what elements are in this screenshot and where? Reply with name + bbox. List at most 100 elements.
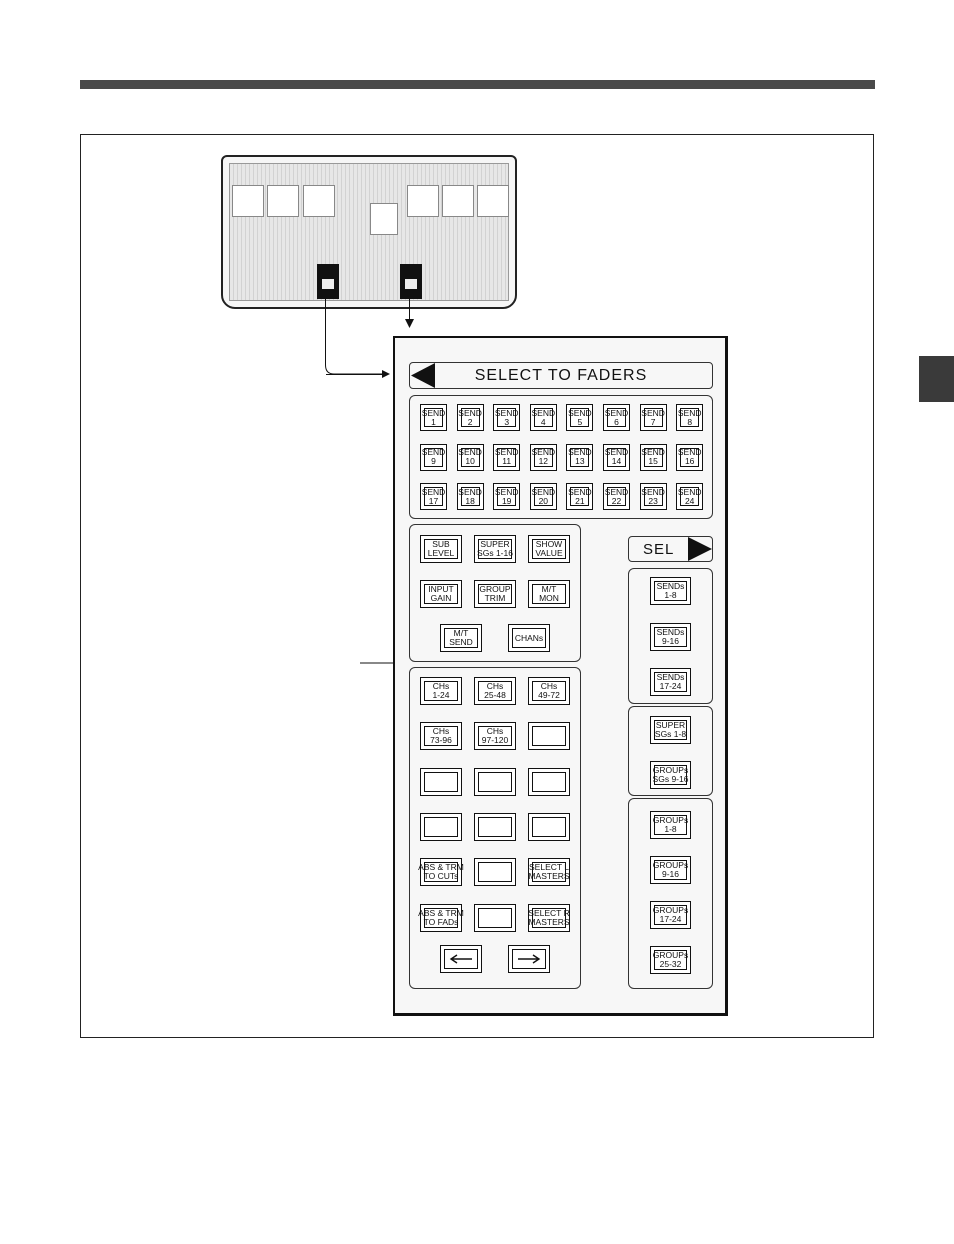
button-cap [424,816,458,837]
channel-button[interactable] [474,767,516,796]
function-button[interactable]: CHANs [508,624,550,652]
left-triangle-icon [411,363,435,388]
button-label-line: 9-16 [661,869,679,879]
header-rule [80,80,875,89]
channel-button[interactable] [528,812,570,841]
channel-button[interactable] [528,722,570,751]
sel-header: SEL [628,536,713,562]
channel-button[interactable] [528,767,570,796]
channel-button[interactable] [420,812,462,841]
channel-button[interactable] [420,767,462,796]
connector-line [325,297,326,365]
button-label-line: GROUPs [652,905,689,915]
button-label-line: SEND [494,407,519,418]
button-label-line: SEND [568,447,592,457]
console-center-screen [370,203,398,235]
console-surface [229,163,509,301]
channel-button[interactable] [474,858,516,887]
channel-button[interactable] [474,812,516,841]
button-label-line: 73-96 [430,735,452,746]
button-label-line: SEND [531,486,556,497]
button-label-line: SEND [494,447,519,457]
button-label-line: 6 [614,416,619,427]
button-label-line: GROUPs [652,950,689,960]
console-monitor [267,185,299,217]
button-label-line: 9 [431,456,436,466]
button-label-line: 15 [648,456,658,466]
arrow-button[interactable] [508,945,550,973]
button-label-line: 14 [611,456,622,466]
button-label-line: CHs [432,726,450,737]
button-label-line: 24 [684,495,695,506]
button-label-line: 1-8 [664,824,677,834]
channel-button[interactable] [474,903,516,932]
button-label-line: SUPER [655,720,686,730]
button-label-line: 97-120 [481,735,509,746]
button-label-line: SEND [604,486,629,497]
arrow-button[interactable] [440,945,482,973]
